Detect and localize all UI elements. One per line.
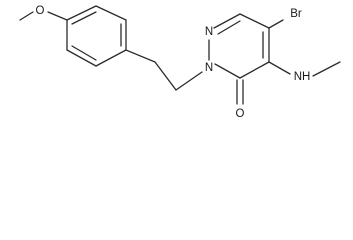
bond-oxygen-aryl	[47, 11, 68, 21]
bond-nh-methyl	[312, 61, 341, 77]
molecule-drawing: O Br N N NH O	[19, 5, 341, 120]
atom-label-n2: N	[205, 26, 213, 38]
atom-label-n1: N	[205, 62, 213, 74]
atom-label-bromine: Br	[290, 8, 302, 20]
atom-label-methoxy-o: O	[36, 5, 45, 17]
bond-c4-nh	[268, 61, 291, 75]
pyridazinone-ring	[208, 13, 270, 79]
benzene-ring	[66, 5, 127, 67]
atom-label-nh: NH	[294, 71, 311, 83]
atom-label-carbonyl-o: O	[236, 108, 245, 120]
bond-ring-ch2	[125, 49, 156, 63]
bond-ch2-ch2	[154, 61, 177, 91]
molecule-structure: O Br N N NH O	[19, 5, 341, 120]
bond-ch2-n1	[175, 71, 203, 91]
bond-methyl-oxygen	[19, 11, 34, 21]
bond-c5-br	[268, 19, 284, 29]
